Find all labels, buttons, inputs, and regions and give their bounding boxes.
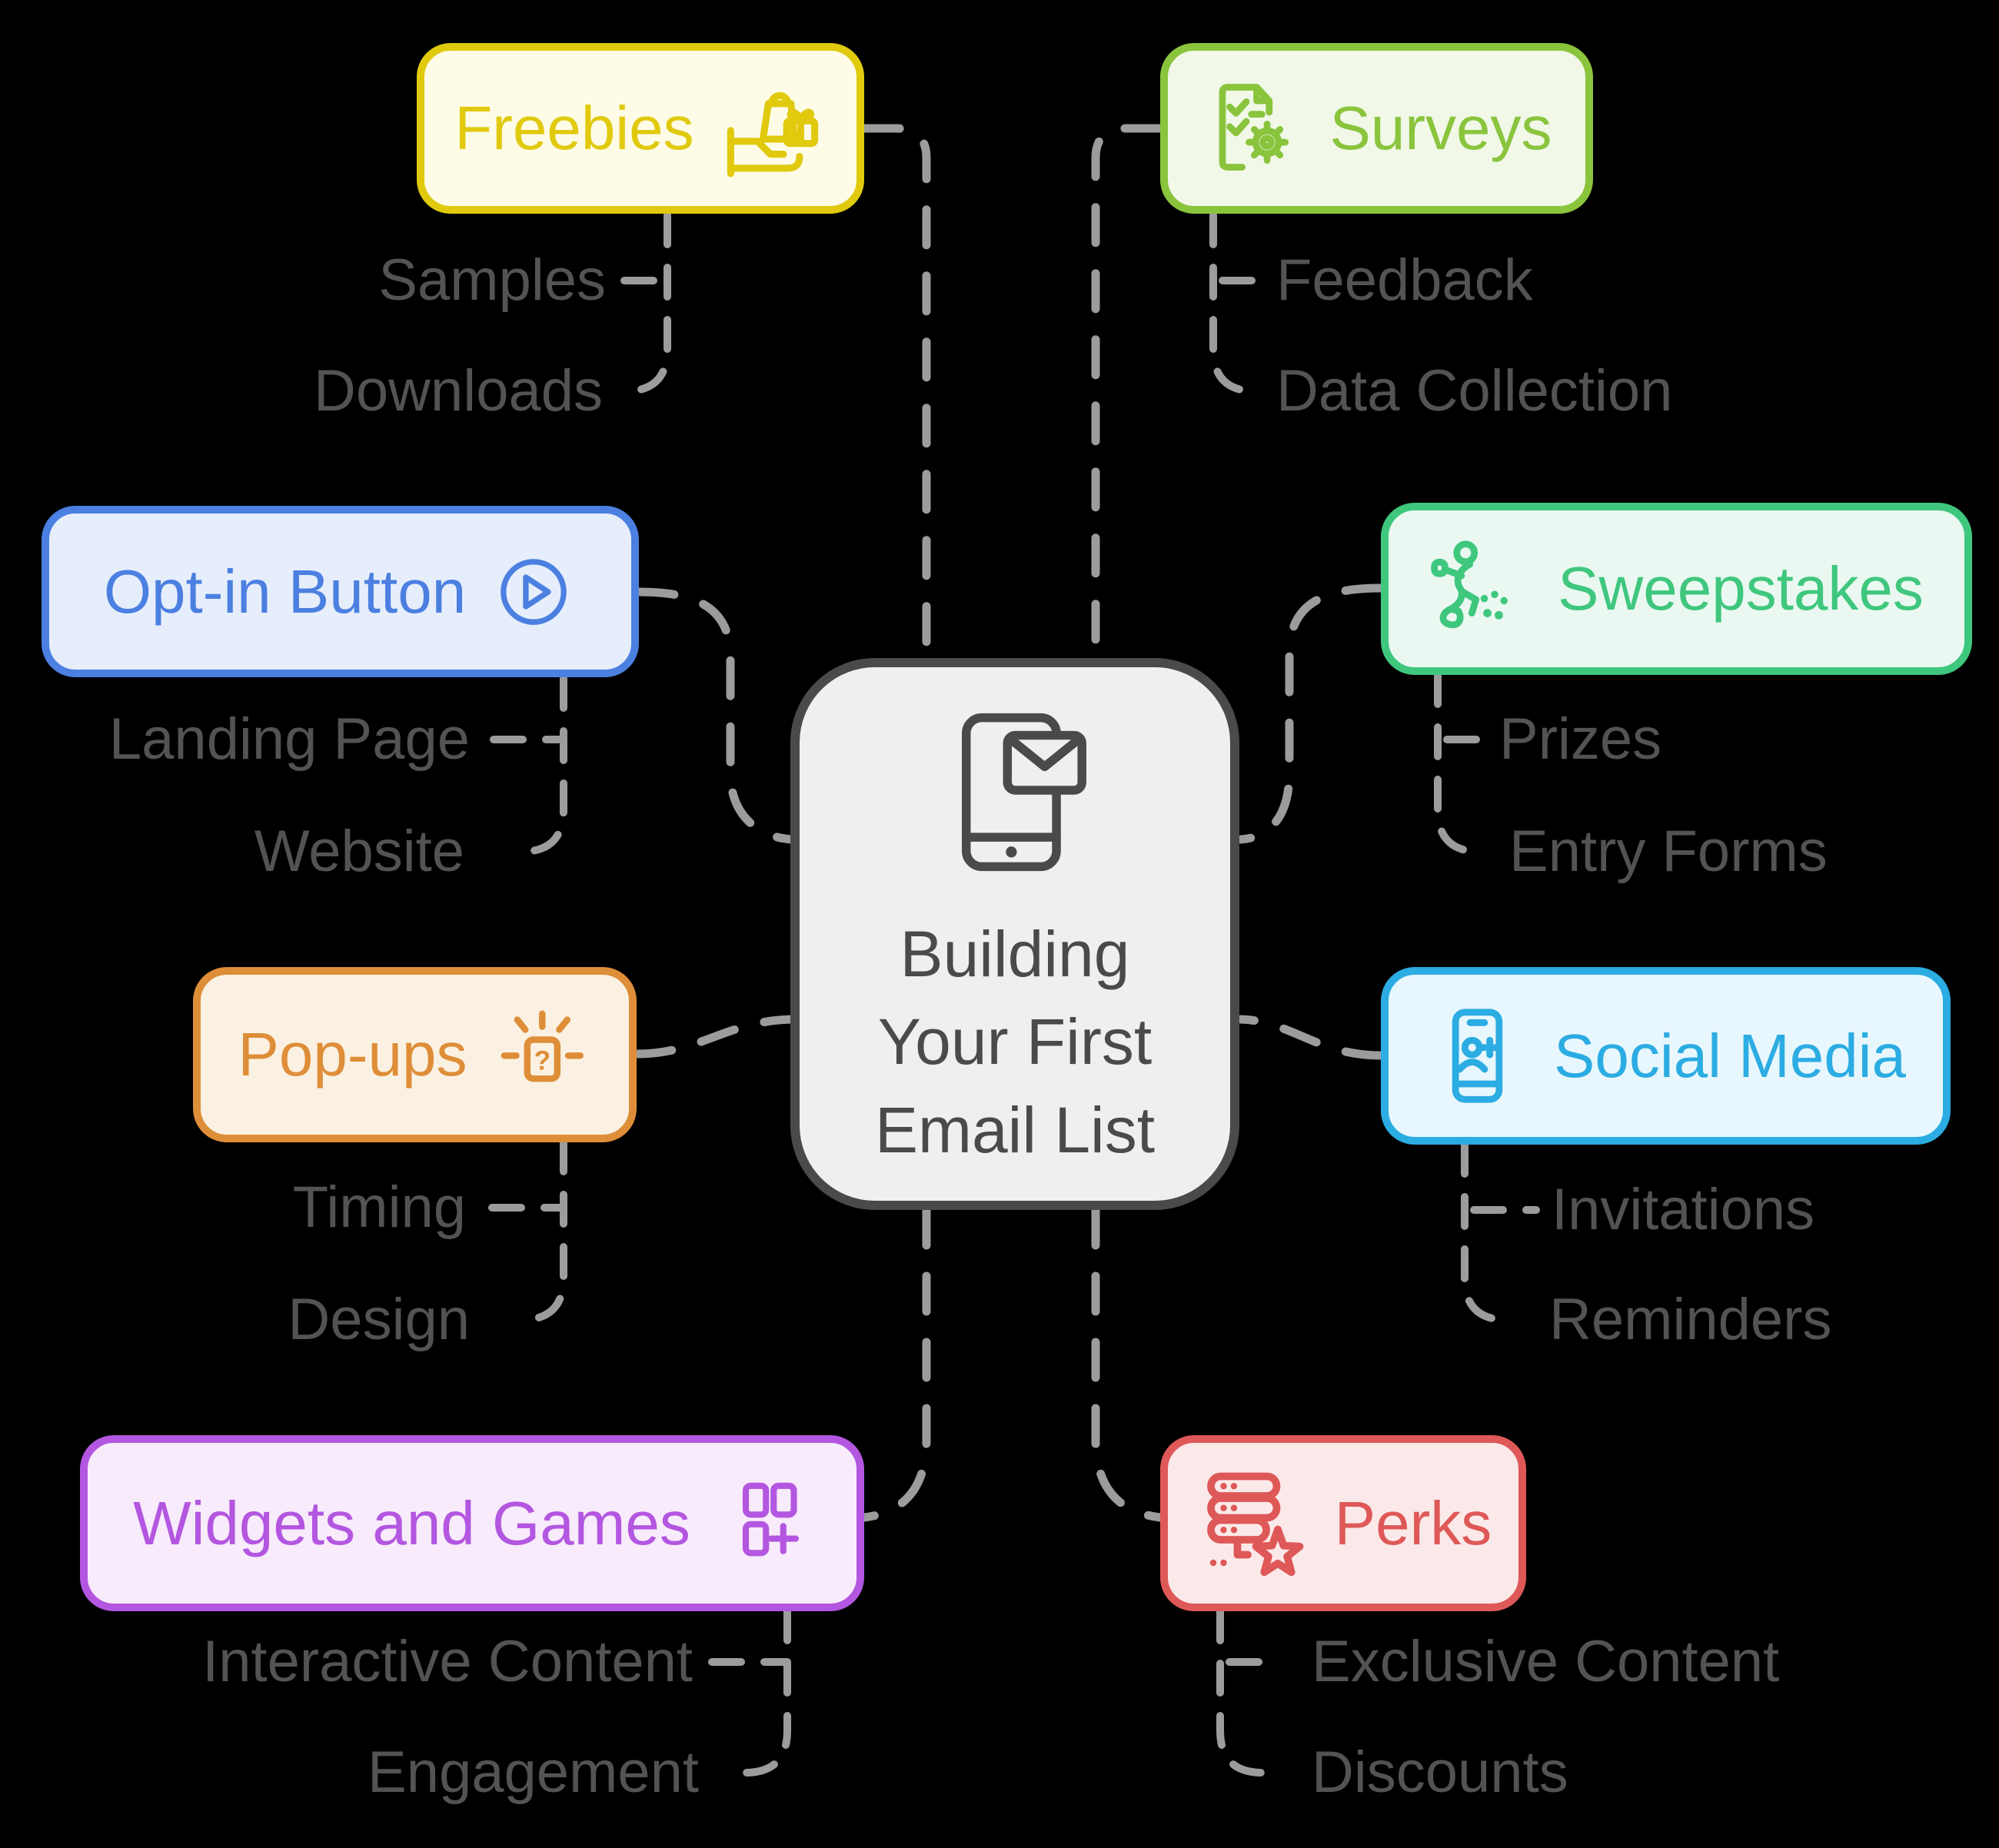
connector-optin-center [634,587,797,844]
connector-surveys-children [1209,211,1259,395]
node-widgets: Widgets and Games [80,1435,864,1611]
sublabel-entry-forms: Entry Forms [1509,819,1828,884]
sublabel-design: Design [288,1287,470,1352]
sublabel-data-collection: Data Collection [1276,358,1673,424]
node-freebies: Freebies [417,43,864,214]
connector-sweepstakes-children [1434,671,1484,856]
connector-freebies-center [860,124,931,663]
central-title-line-3: Email List [874,1093,1156,1166]
connector-social-center [1236,1015,1385,1060]
node-social-label: Social Media [1553,1021,1906,1090]
sublabel-invitations: Invitations [1552,1177,1815,1242]
connector-social-children [1461,1141,1511,1324]
node-popups-label: Pop-ups [238,1020,467,1089]
play-icon [491,549,577,635]
node-surveys-label: Surveys [1329,94,1552,162]
sublabel-website: Website [254,819,464,884]
node-optin-label: Opt-in Button [103,557,467,626]
sublabel-reminders: Reminders [1549,1287,1832,1352]
sublabel-landing-page: Landing Page [108,706,470,772]
sublabel-downloads: Downloads [314,358,603,424]
phone-add-user-icon [1425,1004,1529,1108]
central-title-line-2: Your First [877,1005,1153,1079]
node-perks-label: Perks [1334,1488,1492,1557]
connector-sweepstakes-center [1236,583,1385,844]
node-widgets-label: Widgets and Games [133,1488,690,1557]
connector-widgets-center [860,1205,931,1522]
sublabel-timing: Timing [292,1175,466,1240]
survey-gear-icon [1202,77,1306,181]
connector-optin-children [517,675,567,856]
central-title: Building Your First Email List [875,910,1155,1174]
widgets-plus-icon [715,1475,811,1571]
sublabel-interactive-content: Interactive Content [202,1629,693,1694]
phone-email-icon [917,694,1113,890]
sublabel-samples: Samples [378,248,606,313]
winner-icon [1429,537,1533,641]
node-social: Social Media [1381,967,1951,1145]
node-popups: Pop-ups ? [193,967,637,1142]
node-sweepstakes: Sweepstakes [1381,503,1972,675]
node-freebies-label: Freebies [454,94,694,162]
sublabel-feedback: Feedback [1276,248,1533,313]
node-perks: Perks [1160,1435,1526,1611]
server-star-icon [1195,1466,1310,1581]
sublabel-discounts: Discounts [1312,1740,1568,1805]
popup-question-icon: ? [491,1005,591,1105]
central-title-line-1: Building [900,918,1130,991]
central-node: Building Your First Email List [790,658,1239,1210]
sublabel-prizes: Prizes [1499,706,1662,772]
connector-popups-center [632,1015,797,1059]
sublabel-exclusive-content: Exclusive Content [1312,1629,1780,1694]
connector-widgets-children [741,1607,791,1777]
node-surveys: Surveys [1160,43,1593,214]
connector-perks-children [1216,1607,1266,1777]
sublabel-engagement: Engagement [368,1740,699,1805]
connector-perks-center [1091,1205,1165,1522]
connector-freebies-children [621,211,671,395]
node-sweepstakes-label: Sweepstakes [1558,554,1924,623]
svg-text:?: ? [534,1046,550,1076]
connector-popups-children [517,1138,567,1324]
connector-surveys-center [1091,124,1165,663]
node-optin: Opt-in Button [42,506,639,677]
gift-hand-icon [719,75,827,182]
